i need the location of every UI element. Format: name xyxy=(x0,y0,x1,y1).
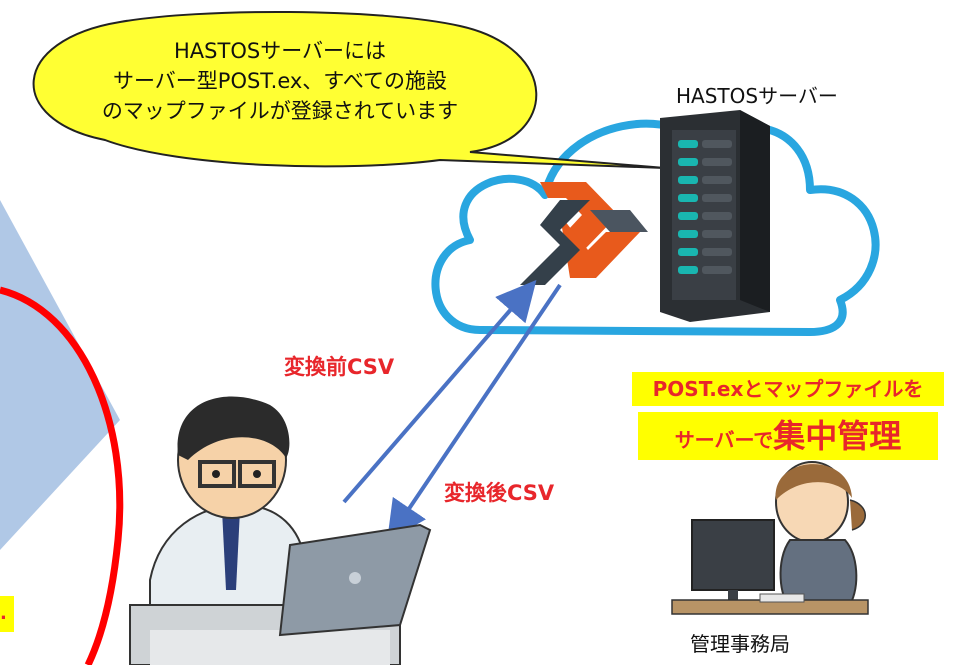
server-tower-icon xyxy=(660,110,770,322)
left-blue-diamond xyxy=(0,200,120,550)
download-label: 変換後CSV xyxy=(444,481,555,505)
left-edge-badge: . xyxy=(0,596,14,632)
female-worker-illustration-icon xyxy=(671,461,869,615)
left-red-ring xyxy=(0,286,124,665)
highlight-line-2-big: 集中管理 xyxy=(773,417,902,455)
postex-logo-icon xyxy=(520,182,648,285)
upload-arrow xyxy=(342,279,537,504)
server-label: HASTOSサーバー xyxy=(676,84,838,108)
highlight-line-2: サーバーで集中管理 xyxy=(638,412,938,460)
highlight-line-1: POST.exとマップファイルを xyxy=(632,372,944,406)
callout-line-3: のマップファイルが登録されています xyxy=(101,99,459,123)
office-label: 管理事務局 xyxy=(690,632,790,656)
callout-text: HASTOSサーバーには サーバー型POST.ex、すべての施設 のマップファイ… xyxy=(60,36,500,126)
callout-line-1: HASTOSサーバーには xyxy=(174,39,386,63)
download-arrow xyxy=(387,283,562,542)
upload-label: 変換前CSV xyxy=(284,355,395,379)
callout-line-2: サーバー型POST.ex、すべての施設 xyxy=(113,69,447,93)
callout-bubble xyxy=(32,10,666,169)
highlight-line-2-small: サーバーで xyxy=(674,428,774,452)
male-worker-illustration-icon xyxy=(129,396,432,665)
